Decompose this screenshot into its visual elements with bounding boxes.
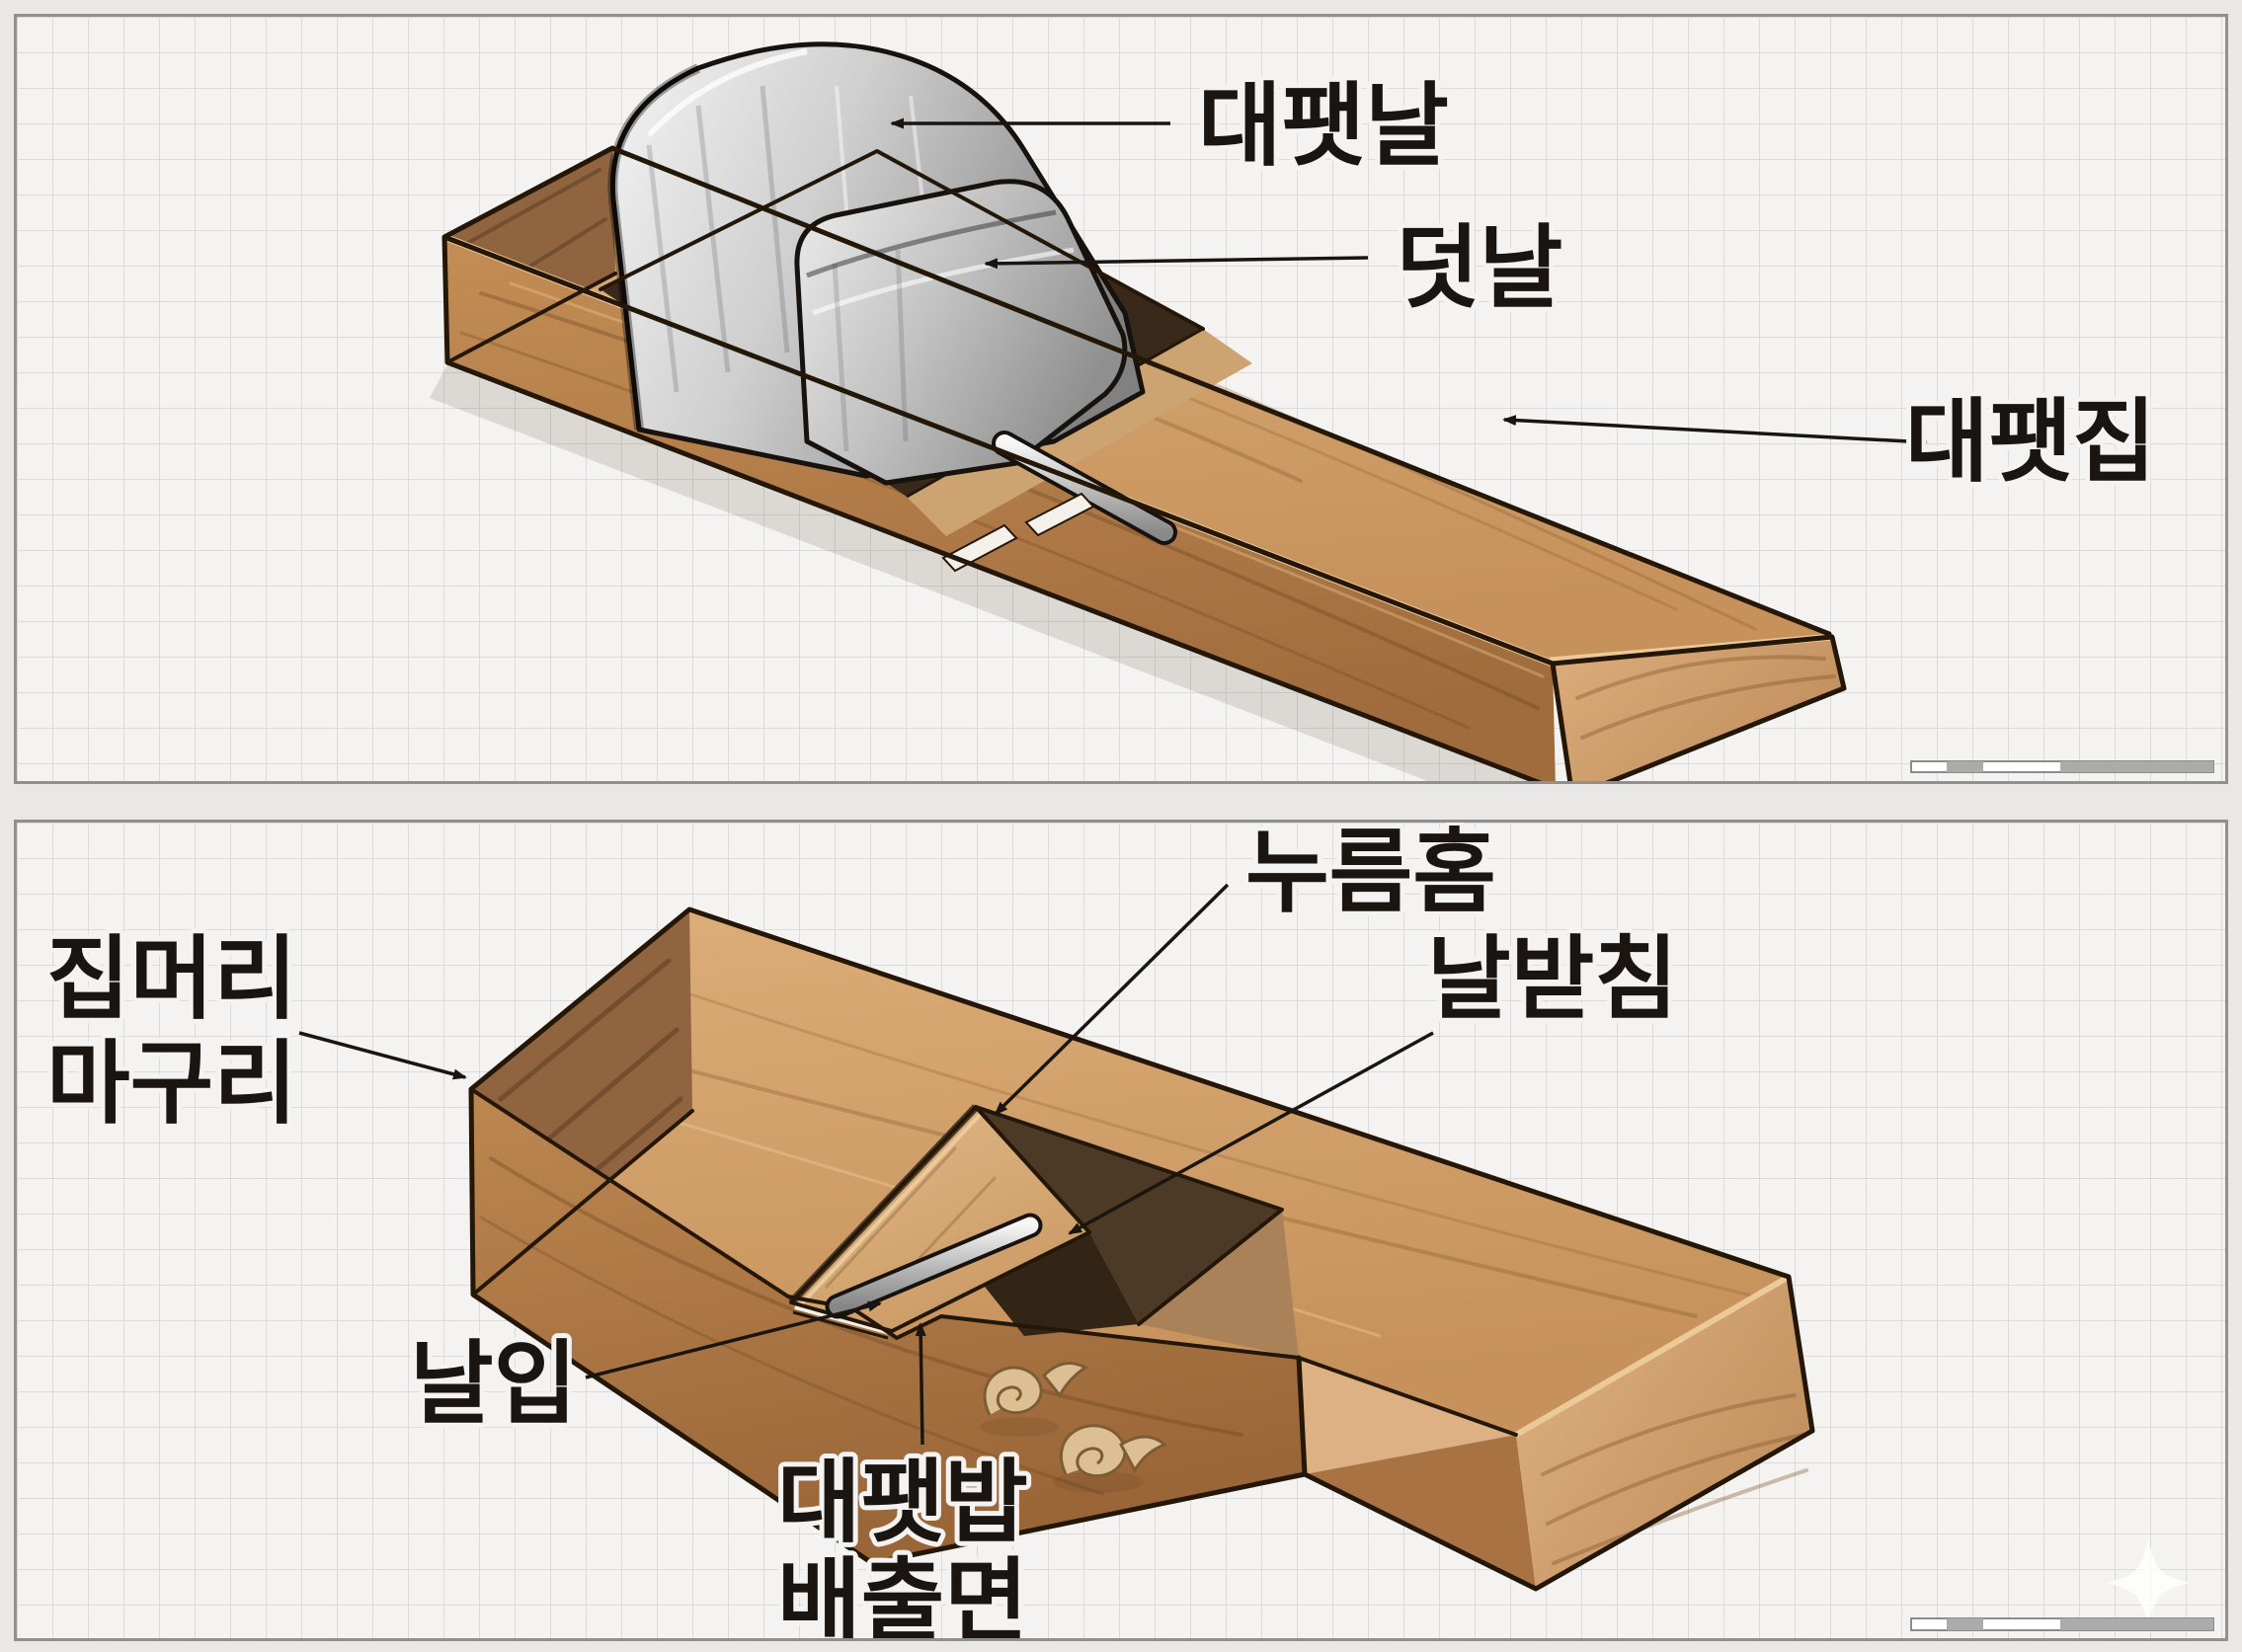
scale-bar [1910, 760, 2214, 773]
label-shaving-exit-2: 배출면 [777, 1551, 1028, 1638]
label-pressure-groove: 누름홈 [1245, 823, 1496, 923]
arrow-pressure-groove [994, 883, 1230, 1116]
step-notch-floor [1299, 1358, 1516, 1474]
label-head-end-1: 집머리 [46, 929, 297, 1030]
arrow-mouth [585, 1300, 882, 1379]
body-edges [468, 906, 1815, 1592]
arrow-head-end [298, 1031, 467, 1080]
cross-rod [992, 431, 1177, 545]
scale-bar [1910, 1617, 2214, 1631]
top-panel-assembled-plane: 대팻날 덧날 대팻집 [14, 14, 2228, 784]
label-plane-body: 대팻집 [1905, 392, 2156, 493]
arrow-cap-iron [984, 256, 1369, 270]
cast-shadow [430, 364, 1532, 781]
label-shaving-exit-1: 대팻밥 [777, 1453, 1028, 1553]
wood-shavings [980, 1362, 1167, 1493]
body-edges [441, 145, 1847, 781]
label-blade-support: 날받침 [1427, 929, 1678, 1030]
bottom-panel-plane-body: 집머리 마구리 누름홈 날받침 날입 대팻밥 배출면 [14, 820, 2228, 1641]
plane-body-illustration: 집머리 마구리 누름홈 날받침 날입 대팻밥 배출면 [41, 823, 2214, 1638]
label-blade: 대팻날 [1198, 76, 1449, 177]
arrow-blade-support [1068, 1031, 1434, 1235]
annotations: 집머리 마구리 누름홈 날받침 날입 대팻밥 배출면 [41, 823, 1683, 1638]
assembled-plane-illustration: 대팻날 덧날 대팻집 [430, 41, 2214, 781]
blade-bed-ramp [791, 1107, 1089, 1331]
arrow-plane-body [1502, 415, 1928, 444]
arrow-shaving-exit [915, 1322, 926, 1446]
label-head-end-2: 마구리 [46, 1034, 297, 1135]
blade-support-rod [825, 1213, 1043, 1319]
four-point-star-icon [2107, 1539, 2190, 1626]
label-mouth: 날입 [410, 1334, 577, 1435]
annotations: 대팻날 덧날 대팻집 [890, 71, 2161, 498]
label-cap-iron: 덧날 [1396, 218, 1562, 319]
